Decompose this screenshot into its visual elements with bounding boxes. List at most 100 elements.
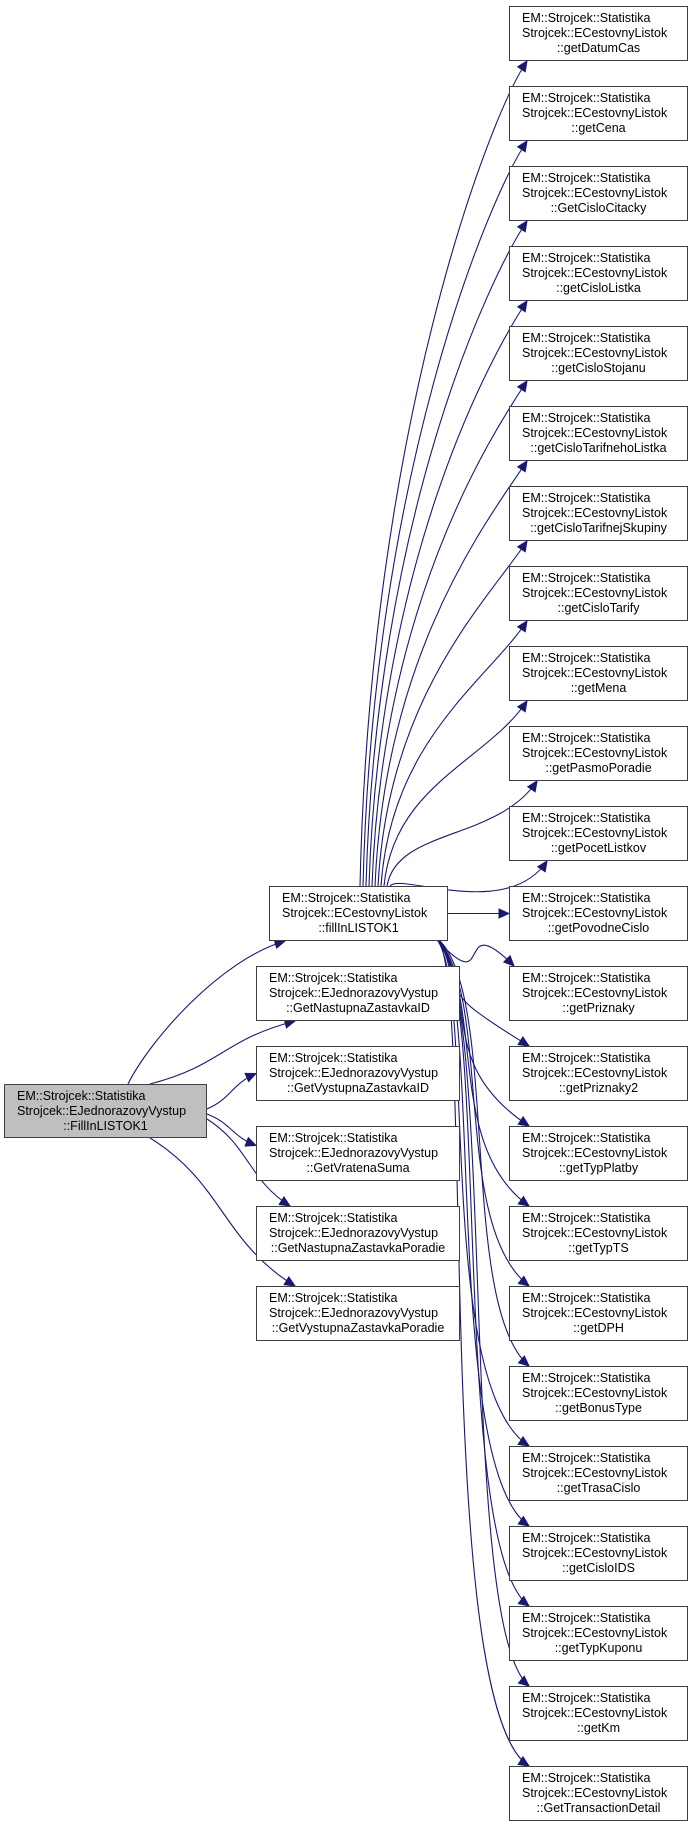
edge-arrowhead	[517, 1435, 531, 1447]
class-label: Strojcek::ECestovnyListok	[522, 1546, 668, 1560]
namespace-label: EM::Strojcek::Statistika	[269, 1131, 398, 1145]
class-label: Strojcek::ECestovnyListok	[522, 586, 668, 600]
function-name: ::getPriznaky	[562, 1001, 635, 1015]
namespace-label: EM::Strojcek::Statistika	[522, 331, 651, 345]
edge-arrowhead	[517, 1195, 530, 1207]
class-label: Strojcek::EJednorazovyVystup	[269, 1066, 439, 1080]
edge-arrowhead	[517, 1355, 530, 1367]
call-edge	[389, 860, 548, 893]
call-edge	[359, 60, 528, 887]
function-name: ::getTypTS	[568, 1241, 629, 1255]
edge-arrowhead	[517, 1515, 530, 1527]
function-name: ::GetVystupnaZastavkaID	[287, 1081, 429, 1095]
function-name: ::getPasmoPoradie	[545, 761, 652, 775]
class-label: Strojcek::ECestovnyListok	[522, 746, 668, 760]
function-name: ::getCena	[571, 121, 626, 135]
call-edge	[127, 940, 286, 1085]
edge-arrowhead	[517, 1036, 531, 1047]
namespace-label: EM::Strojcek::Statistika	[522, 811, 651, 825]
function-name: ::getTypPlatby	[558, 1161, 639, 1175]
function-name: ::getCisloTarifnejSkupiny	[530, 521, 667, 535]
function-name: ::getBonusType	[555, 1401, 642, 1415]
class-label: Strojcek::ECestovnyListok	[522, 186, 668, 200]
class-label: Strojcek::ECestovnyListok	[522, 986, 668, 1000]
namespace-label: EM::Strojcek::Statistika	[522, 571, 651, 585]
namespace-label: EM::Strojcek::Statistika	[522, 1371, 651, 1385]
edge-arrowhead	[283, 1276, 297, 1287]
call-edge	[377, 540, 528, 887]
class-label: Strojcek::EJednorazovyVystup	[17, 1104, 187, 1118]
edge-arrowhead	[516, 59, 528, 73]
namespace-label: EM::Strojcek::Statistika	[522, 491, 651, 505]
function-name: ::GetVystupnaZastavkaPoradie	[271, 1321, 445, 1335]
class-label: Strojcek::ECestovnyListok	[522, 346, 668, 360]
namespace-label: EM::Strojcek::Statistika	[522, 11, 651, 25]
function-name: ::getKm	[576, 1721, 621, 1735]
class-label: Strojcek::ECestovnyListok	[522, 1386, 668, 1400]
edge-arrowhead	[517, 1675, 530, 1687]
namespace-label: EM::Strojcek::Statistika	[522, 1531, 651, 1545]
namespace-label: EM::Strojcek::Statistika	[522, 1451, 651, 1465]
edge-arrowhead	[517, 1595, 530, 1607]
function-name: ::GetVratenaSuma	[306, 1161, 410, 1175]
namespace-label: EM::Strojcek::Statistika	[522, 1211, 651, 1225]
namespace-label: EM::Strojcek::Statistika	[522, 971, 651, 985]
function-name: ::getCisloStojanu	[551, 361, 646, 375]
edge-arrowhead	[516, 699, 528, 713]
call-edge	[380, 620, 528, 887]
class-label: Strojcek::ECestovnyListok	[522, 826, 668, 840]
function-name: ::getCisloIDS	[562, 1561, 635, 1575]
function-name: ::getDatumCas	[556, 41, 641, 55]
namespace-label: EM::Strojcek::Statistika	[522, 1131, 651, 1145]
call-edge	[206, 1118, 291, 1207]
namespace-label: EM::Strojcek::Statistika	[522, 891, 651, 905]
function-name: ::GetNastupnaZastavkaPoradie	[270, 1241, 446, 1255]
namespace-label: EM::Strojcek::Statistika	[522, 1291, 651, 1305]
class-label: Strojcek::EJednorazovyVystup	[269, 1146, 439, 1160]
namespace-label: EM::Strojcek::Statistika	[522, 171, 651, 185]
call-edge	[439, 940, 530, 1607]
class-label: Strojcek::ECestovnyListok	[522, 1226, 668, 1240]
class-label: Strojcek::ECestovnyListok	[282, 906, 428, 920]
call-edge	[437, 940, 515, 967]
class-label: Strojcek::ECestovnyListok	[522, 1466, 668, 1480]
function-name: ::GetCisloCitacky	[550, 201, 647, 215]
edge-arrowhead	[517, 1755, 531, 1767]
namespace-label: EM::Strojcek::Statistika	[269, 971, 398, 985]
namespace-label: EM::Strojcek::Statistika	[269, 1211, 398, 1225]
namespace-label: EM::Strojcek::Statistika	[522, 651, 651, 665]
function-name: ::getPovodneCislo	[547, 921, 650, 935]
edge-arrowhead	[526, 779, 538, 793]
class-label: Strojcek::EJednorazovyVystup	[269, 1306, 439, 1320]
